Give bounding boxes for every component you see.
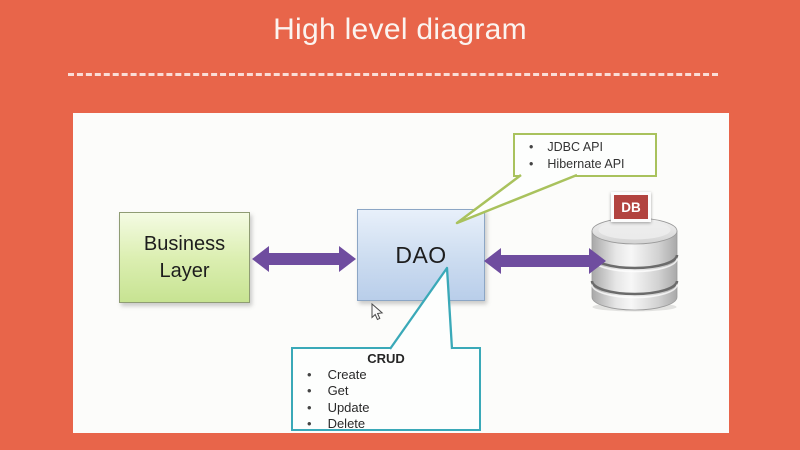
- db-badge: DB: [611, 192, 651, 222]
- api-callout: JDBC API Hibernate API: [513, 133, 657, 177]
- crud-callout: CRUD Create Get Update Delete: [291, 347, 481, 431]
- crud-callout-item: Delete: [299, 416, 473, 432]
- api-callout-item: Hibernate API: [519, 156, 651, 173]
- api-callout-list: JDBC API Hibernate API: [519, 139, 651, 174]
- business-layer-label: Business Layer: [143, 232, 226, 282]
- crud-callout-item: Get: [299, 383, 473, 399]
- db-badge-label: DB: [621, 199, 641, 215]
- dao-box: DAO: [357, 209, 485, 301]
- title-divider: [68, 73, 718, 76]
- diagram-panel: Business Layer DAO JDBC API Hibernate AP…: [73, 113, 729, 433]
- mouse-cursor-icon: [371, 302, 384, 321]
- crud-callout-item: Create: [299, 367, 473, 383]
- page-title: High level diagram: [273, 13, 527, 46]
- crud-callout-title: CRUD: [367, 351, 405, 366]
- api-callout-item: JDBC API: [519, 139, 651, 156]
- crud-callout-item: Update: [299, 400, 473, 416]
- dao-label: DAO: [395, 241, 447, 268]
- crud-callout-list: Create Get Update Delete: [299, 367, 473, 432]
- database-cylinder-icon: [590, 217, 679, 312]
- double-arrow-business-dao-icon: [252, 246, 356, 272]
- business-layer-box: Business Layer: [119, 212, 250, 303]
